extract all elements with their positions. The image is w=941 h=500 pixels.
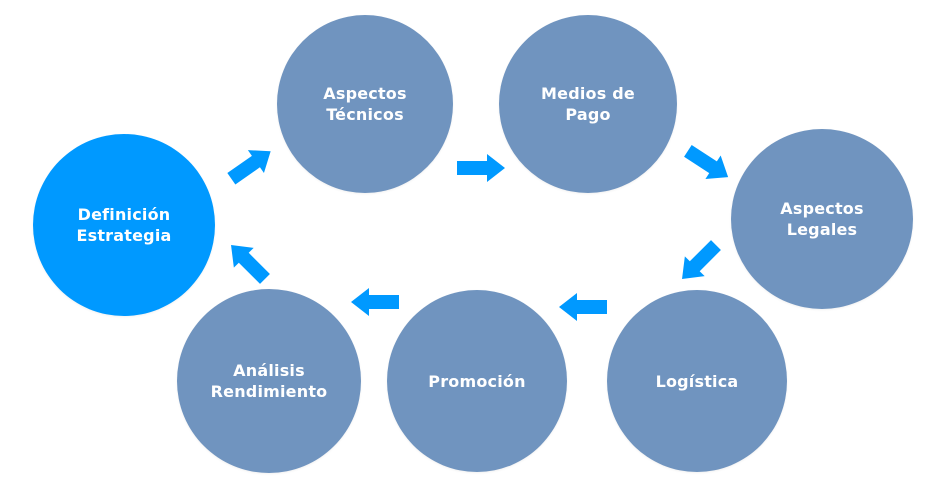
arrow-analisis-to-definicion (221, 235, 275, 289)
node-analisis-rendimiento: Análisis Rendimiento (177, 289, 361, 473)
arrow-promocion-to-analisis (351, 288, 399, 316)
node-definicion-estrategia: Definición Estrategia (33, 134, 215, 316)
node-medios-de-pago: Medios de Pago (499, 15, 677, 193)
arrow-definicion-to-tecnicos (223, 139, 279, 191)
arrow-logistica-to-promocion (559, 293, 607, 321)
arrow-pago-to-legales (680, 139, 736, 189)
node-aspectos-legales: Aspectos Legales (731, 129, 913, 309)
arrow-tecnicos-to-pago (457, 154, 505, 182)
node-label: Análisis Rendimiento (210, 361, 328, 401)
node-label: Promoción (428, 371, 526, 391)
arrow-legales-to-logistica (672, 235, 726, 289)
node-label: Logística (655, 371, 739, 391)
node-label: Aspectos Legales (780, 199, 864, 239)
node-aspectos-tecnicos: Aspectos Técnicos (277, 15, 453, 193)
node-logistica: Logística (607, 290, 787, 472)
node-promocion: Promoción (387, 290, 567, 472)
node-label: Aspectos Técnicos (323, 84, 407, 124)
node-label: Definición Estrategia (76, 205, 172, 245)
node-label: Medios de Pago (541, 84, 635, 124)
